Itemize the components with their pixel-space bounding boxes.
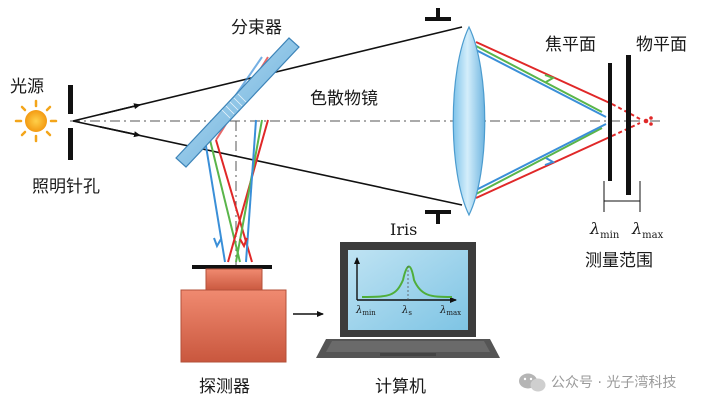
wechat-icon [519,373,546,392]
beam-splitter [175,37,300,168]
illumination-rays [72,26,463,206]
dispersive-lens [452,25,486,217]
iris-stop-bottom [425,210,451,224]
screen-lambda-min: λmin [355,305,376,317]
sun-icon [14,99,58,143]
pinhole [68,85,73,160]
focus-rays [475,41,641,199]
label-lambda-max: λmax [631,219,664,241]
screen-lambda-max: λmax [439,305,461,317]
label-detector: 探测器 [199,377,250,397]
label-focal-plane: 焦平面 [545,35,596,55]
iris-stop-top [425,8,451,21]
label-lens: 色散物镜 [310,89,378,109]
laptop [316,242,500,358]
label-computer: 计算机 [375,377,426,397]
object-plane [626,55,631,195]
label-range: 测量范围 [585,251,653,271]
label-object-plane: 物平面 [636,35,687,55]
spectrum-peak [361,265,453,298]
measurement-range-bracket [603,181,641,212]
label-lambda-min: λmin [589,219,620,241]
focal-plane [608,63,612,181]
label-iris: Iris [390,220,417,239]
label-beam-splitter: 分束器 [231,18,282,38]
detector [180,265,287,363]
label-pinhole: 照明针孔 [32,177,100,197]
screen-lambda-s: λs [401,305,412,317]
watermark-text: 公众号 · 光子湾科技 [551,374,676,391]
focus-points [643,116,653,126]
label-source: 光源 [10,77,44,97]
